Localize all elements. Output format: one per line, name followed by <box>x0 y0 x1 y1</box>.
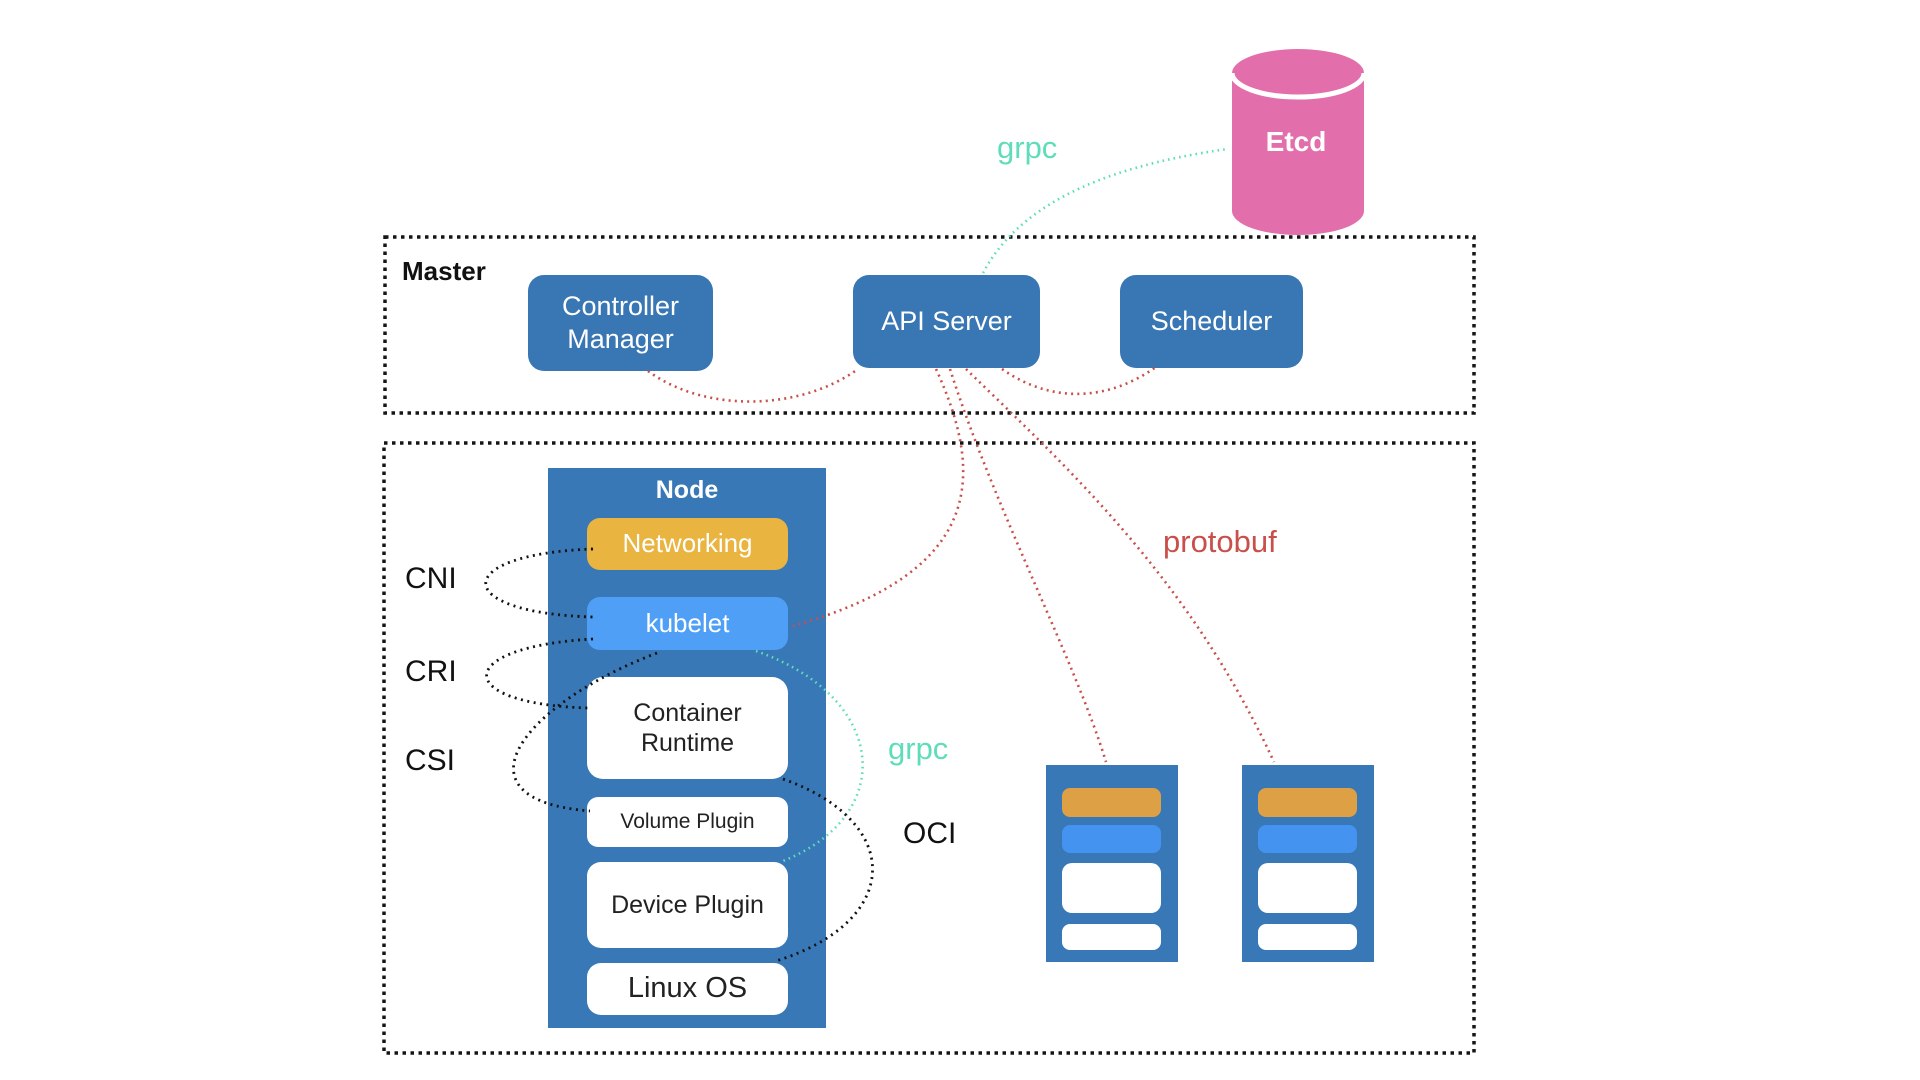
mini-node-1-kubelet-bar <box>1062 825 1161 853</box>
edge-api-server-mini-node-2 <box>965 368 1276 763</box>
etcd-cylinder-body <box>1232 73 1364 235</box>
mini-node-2-runtime-bar <box>1258 863 1357 913</box>
scheduler-box: Scheduler <box>1120 275 1303 368</box>
volume-plugin-label: Volume Plugin <box>620 810 755 834</box>
edge-api-server-mini-node-1 <box>948 368 1108 763</box>
etcd-label: Etcd <box>1265 126 1327 157</box>
linux-os-box: Linux OS <box>587 963 788 1015</box>
api-server-box: API Server <box>853 275 1040 368</box>
networking-box: Networking <box>587 518 788 570</box>
node-column: Node Networking kubelet Container Runtim… <box>548 468 826 1028</box>
scheduler-label: Scheduler <box>1150 306 1273 337</box>
container-runtime-label: Container Runtime <box>633 698 742 758</box>
networking-label: Networking <box>622 528 753 559</box>
controller-manager-box: Controller Manager <box>528 275 713 371</box>
mini-node-2-os-bar <box>1258 924 1357 950</box>
node-title: Node <box>655 476 719 504</box>
teal-grpc-edges <box>755 147 1229 863</box>
edge-api-server-scheduler <box>1001 365 1157 396</box>
device-plugin-box: Device Plugin <box>587 862 788 948</box>
mini-node-2-kubelet-bar <box>1258 825 1357 853</box>
api-server-label: API Server <box>881 306 1012 337</box>
master-group-label: Master <box>402 256 486 286</box>
controller-manager-label: Controller Manager <box>561 291 680 354</box>
container-runtime-box: Container Runtime <box>587 677 788 779</box>
mini-node-1-runtime-bar <box>1062 863 1161 913</box>
linux-os-label: Linux OS <box>627 972 748 1005</box>
cri-label: CRI <box>405 655 457 688</box>
csi-label: CSI <box>405 744 456 777</box>
mini-node-1-networking-bar <box>1062 788 1161 817</box>
protobuf-label: protobuf <box>1163 524 1277 559</box>
grpc-etcd-label: grpc <box>997 130 1058 165</box>
mini-node-2 <box>1242 765 1374 962</box>
oci-label: OCI <box>903 817 957 850</box>
edge-controller-manager-api-server <box>647 367 859 403</box>
kubelet-label: kubelet <box>645 607 730 638</box>
edge-api-server-etcd <box>981 147 1229 274</box>
cni-label: CNI <box>405 562 457 595</box>
etcd-cap-rim <box>1229 72 1367 100</box>
volume-plugin-box: Volume Plugin <box>587 797 788 847</box>
kubelet-box: kubelet <box>587 597 788 650</box>
etcd-cylinder <box>1229 49 1367 235</box>
etcd-cylinder-cap <box>1232 49 1364 97</box>
mini-node-2-networking-bar <box>1258 788 1357 817</box>
mini-node-1 <box>1046 765 1178 962</box>
grpc-node-label: grpc <box>888 731 949 766</box>
device-plugin-label: Device Plugin <box>611 890 764 919</box>
mini-node-1-os-bar <box>1062 924 1161 950</box>
